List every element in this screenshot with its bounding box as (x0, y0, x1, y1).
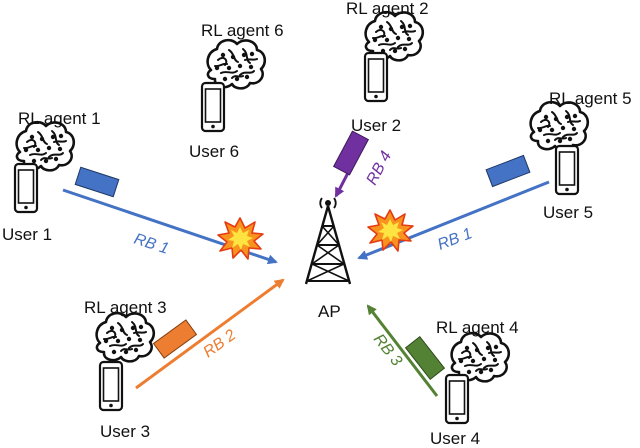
agent-label-6: RL agent 6 (201, 21, 284, 40)
packet-user-5 (485, 154, 531, 188)
user-label-4: User 4 (430, 429, 480, 448)
packet-user-1 (74, 166, 120, 198)
rb-label-user-5: RB 1 (435, 225, 474, 254)
user-label-2: User 2 (351, 116, 401, 135)
smartphone-icon-user-2 (363, 51, 389, 103)
collision-explosion-icon-left (217, 217, 264, 260)
user-label-5: User 5 (543, 203, 593, 222)
packet-user-2 (332, 130, 370, 176)
brain-icon-agent-3 (95, 311, 156, 363)
smartphone-icon-user-5 (554, 144, 580, 196)
access-point-tower-icon (304, 197, 352, 285)
smartphone-icon-user-3 (98, 360, 124, 412)
smartphone-icon-user-6 (200, 81, 226, 133)
agent-label-4: RL agent 4 (436, 318, 519, 337)
brain-icon-agent-5 (529, 100, 590, 152)
user-label-1: User 1 (2, 225, 52, 244)
smartphone-icon-user-4 (444, 373, 470, 425)
rb-label-user-1: RB 1 (132, 231, 171, 258)
uplink-arrow-user-3 (135, 278, 285, 390)
uplink-arrow-user-4 (366, 304, 439, 397)
agent-label-2: RL agent 2 (346, 0, 429, 18)
brain-icon-agent-6 (206, 38, 267, 90)
agent-label-1: RL agent 1 (18, 109, 101, 128)
agent-label-3: RL agent 3 (84, 298, 167, 317)
agent-label-5: RL agent 5 (549, 89, 632, 108)
user-label-6: User 6 (189, 142, 239, 161)
uplink-arrow-user-5 (357, 180, 550, 260)
packet-user-3 (152, 319, 198, 359)
rb-label-user-3: RB 2 (200, 327, 239, 362)
user-label-3: User 3 (100, 422, 150, 441)
rb-label-user-4: RB 3 (370, 331, 405, 370)
smartphone-icon-user-1 (13, 162, 39, 214)
ap-label: AP (318, 302, 341, 321)
packet-user-4 (404, 335, 446, 381)
rb-label-user-2: RB 4 (364, 148, 396, 187)
